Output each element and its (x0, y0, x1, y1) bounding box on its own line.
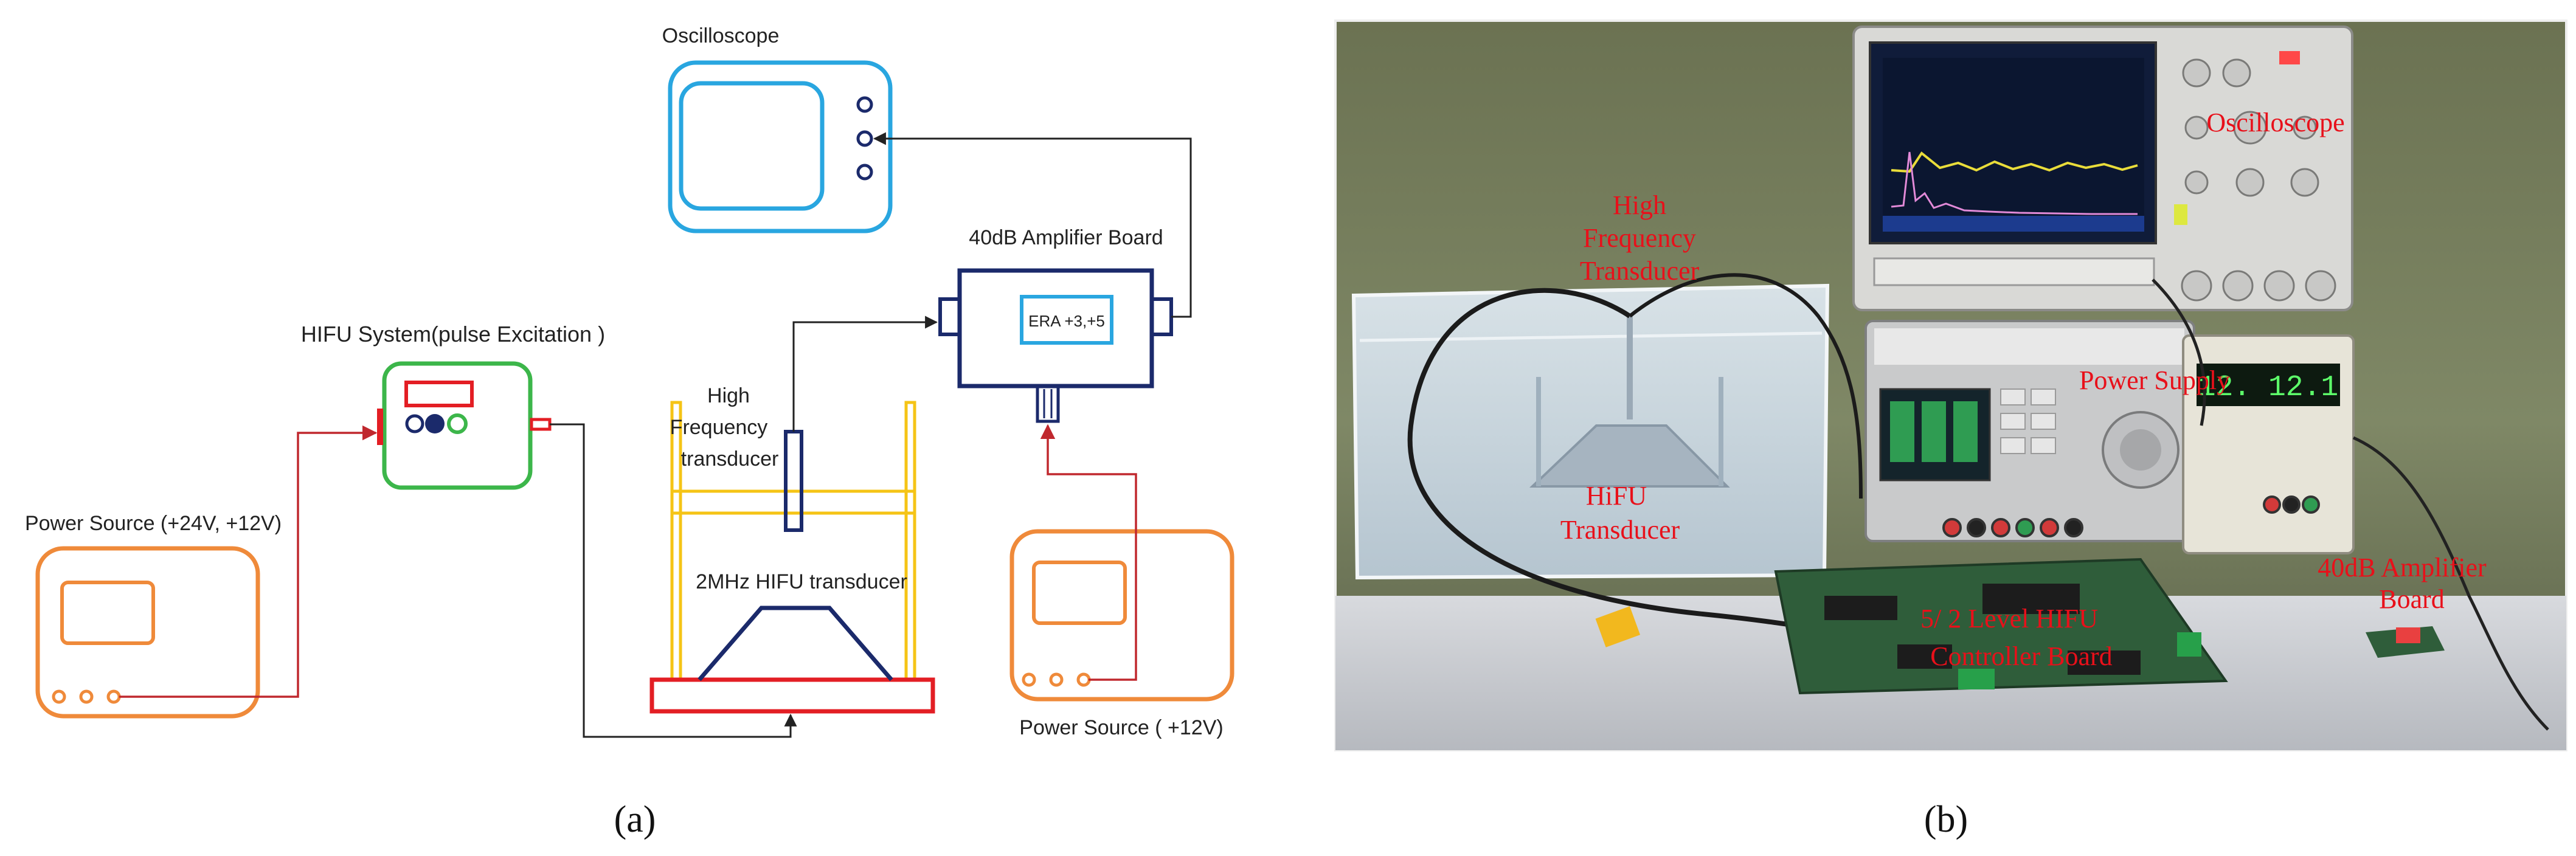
amplifier-label: 40dB Amplifier Board (969, 226, 1163, 249)
oscilloscope-label: Oscilloscope (662, 24, 780, 47)
power-right-label: Power Source ( +12V) (1019, 716, 1223, 739)
power-left-label: Power Source (+24V, +12V) (25, 512, 282, 535)
label-high-frequency-1: High (1613, 190, 1666, 220)
label-high-frequency-3: Transducer (1580, 256, 1700, 286)
label-high-frequency-2: Frequency (1583, 223, 1696, 253)
caption-a: (a) (614, 799, 656, 840)
power-source-right-icon (1009, 529, 1234, 702)
photo-labels: High Frequency Transducer Oscilloscope P… (1560, 108, 2487, 671)
hifu-system-label: HIFU System(pulse Excitation ) (301, 322, 605, 347)
oscilloscope-icon (668, 60, 893, 233)
amplifier-chip-label: ERA +3,+5 (1028, 312, 1105, 330)
hifu-transducer-label: 2MHz HIFU transducer (696, 570, 907, 593)
hf-transducer-label-1: High (707, 384, 750, 407)
lab-setup-photo: 12. 12.1 (1334, 19, 2567, 751)
label-controller-1: 5/ 2 Level HIFU (1920, 604, 2098, 633)
label-hifu-transducer-1: HiFU (1586, 481, 1647, 511)
hf-transducer-label-2: Frequency (670, 416, 768, 439)
hifu-system-icon (377, 361, 552, 490)
power-source-left-icon (35, 546, 260, 719)
hf-transducer-label-3: transducer (681, 447, 779, 471)
label-oscilloscope: Oscilloscope (2206, 108, 2344, 137)
label-amplifier-1: 40dB Amplifier (2318, 553, 2487, 582)
label-hifu-transducer-2: Transducer (1560, 515, 1680, 545)
caption-b: (b) (1924, 799, 1968, 840)
amplifier-board-icon (938, 268, 1173, 423)
label-power-supply: Power Supply (2079, 365, 2230, 395)
panel-b: 12. 12.1 (1334, 19, 2567, 840)
label-amplifier-2: Board (2379, 584, 2445, 614)
psu-readout: 12. 12.1 (2198, 371, 2338, 404)
label-controller-2: Controller Board (1930, 641, 2112, 671)
connection-lines (119, 132, 1192, 738)
panel-a: Oscilloscope 40dB Amplifier Board ERA +3… (25, 24, 1234, 840)
transducer-stand-icon (649, 401, 935, 714)
